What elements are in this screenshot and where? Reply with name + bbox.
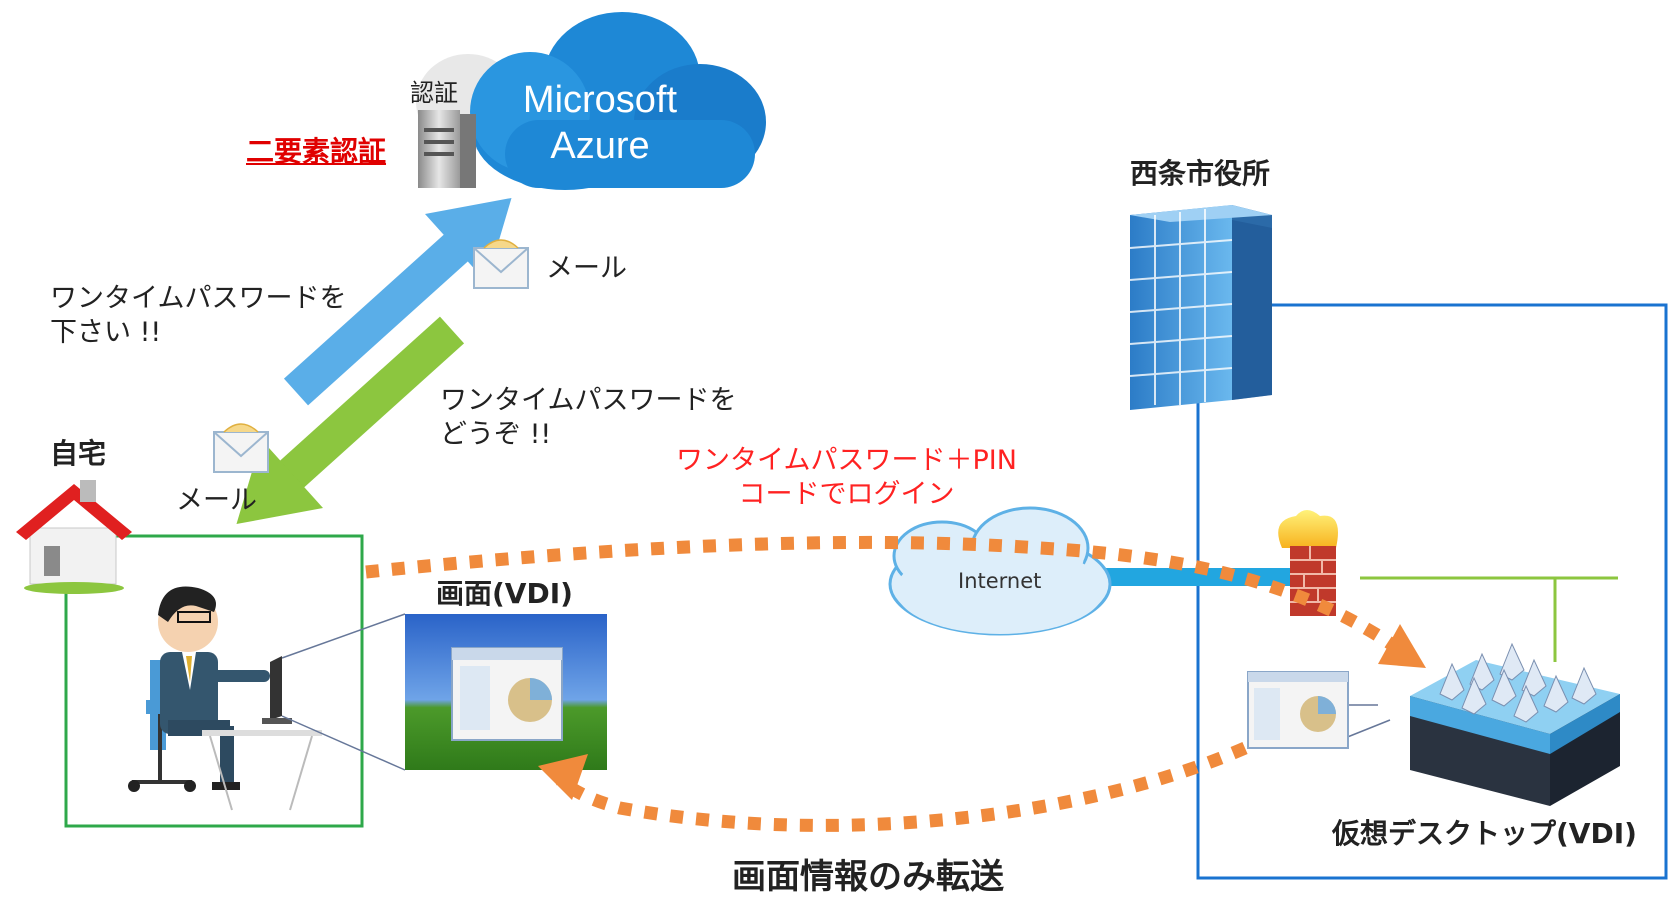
- person-icon: [128, 586, 270, 792]
- desktop-window-icon: [1247, 671, 1349, 749]
- mail-icon: [213, 423, 269, 473]
- home-label: 自宅: [50, 437, 107, 470]
- city-hall-label: 西条市役所: [1130, 157, 1271, 190]
- house-icon: [16, 480, 132, 594]
- auth-label: 認証: [410, 79, 458, 107]
- office-network-frame: [1195, 303, 1668, 880]
- screen-label: 画面(VDI): [436, 577, 573, 610]
- request-text: ワンタイムパスワードを 下さい !!: [50, 282, 346, 350]
- azure-brand-label: Microsoft Azure: [500, 78, 700, 169]
- azure-brand-line2: Azure: [550, 124, 650, 167]
- request-text-line1: ワンタイムパスワードを: [50, 283, 347, 314]
- transfer-label: 画面情報のみ転送: [732, 857, 1004, 897]
- login-text-line2: コードでログイン: [738, 478, 955, 510]
- desk-monitor-icon: [202, 656, 322, 811]
- building-icon: [1129, 205, 1272, 410]
- lan-lines: [1360, 576, 1618, 662]
- login-path: [365, 535, 1404, 656]
- vdi-label: 仮想デスクトップ(VDI): [1332, 817, 1637, 850]
- vdi-screen-icon: [405, 614, 607, 770]
- response-text-line2: どうぞ !!: [440, 418, 552, 450]
- response-text-line1: ワンタイムパスワードを: [440, 385, 737, 416]
- request-text-line2: 下さい !!: [50, 316, 162, 348]
- two-factor-label: 二要素認証: [246, 135, 387, 168]
- server-icon: [418, 110, 476, 188]
- vdi-server-icon: [1410, 642, 1620, 806]
- screen-transfer-arrowhead: [538, 754, 588, 800]
- firewall-icon: [1278, 510, 1338, 616]
- mail-icon: [473, 239, 529, 289]
- login-path-arrowhead: [1378, 624, 1426, 668]
- azure-cloud-icon: [416, 12, 766, 190]
- login-text: ワンタイムパスワード＋PIN コードでログイン: [676, 444, 1017, 512]
- mail-label-top: メール: [546, 253, 627, 284]
- mail-label-bottom: メール: [176, 485, 257, 516]
- azure-brand-line1: Microsoft: [522, 79, 678, 121]
- internet-label: Internet: [958, 569, 1042, 593]
- screen-transfer-path: [555, 742, 1248, 832]
- response-text: ワンタイムパスワードを どうぞ !!: [440, 384, 736, 452]
- login-text-line1: ワンタイムパスワード＋PIN: [676, 445, 1017, 476]
- home-frame: [64, 534, 364, 828]
